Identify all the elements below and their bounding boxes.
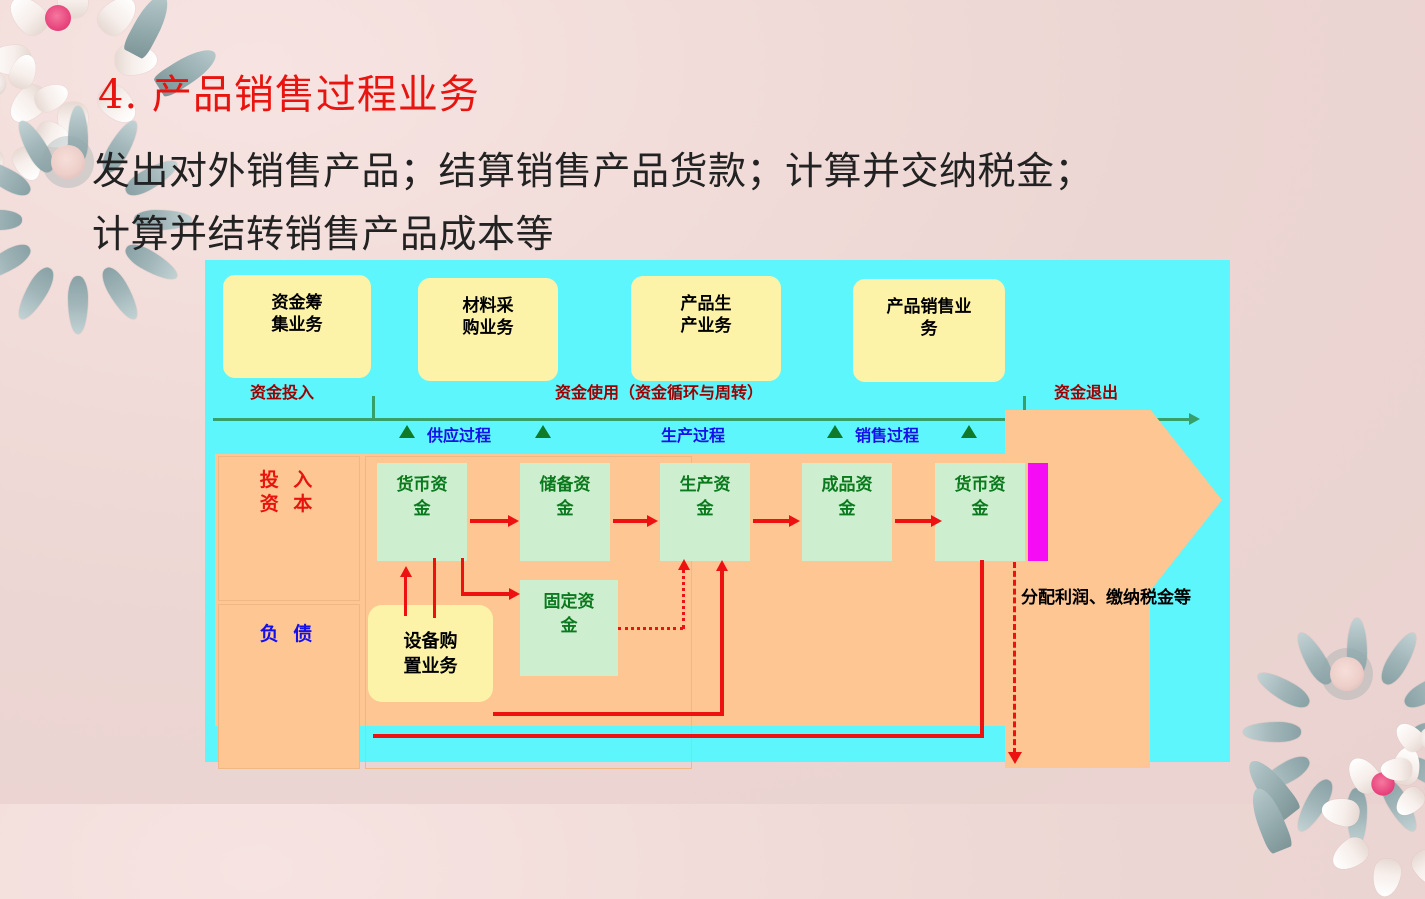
body-line-2: 计算并结转销售产品成本等	[92, 212, 555, 256]
business-box-production[interactable]: 产品生 产业务	[631, 276, 781, 381]
business-box-equipment-purchase[interactable]: 设备购 置业务	[368, 605, 493, 702]
source-box-liabilities[interactable]	[218, 604, 360, 769]
fund-box-label: 生产资 金	[679, 475, 731, 519]
revenue-loop-hline	[373, 734, 984, 738]
capital-flow-band-lower	[1005, 724, 1150, 768]
flow-arrow-1-line	[470, 519, 508, 523]
equipment-to-monetary-head-icon	[400, 566, 412, 577]
return-loop-hline	[493, 712, 724, 716]
business-box-label: 产品生 产业务	[680, 294, 732, 336]
flow-arrow-4-head-icon	[931, 515, 942, 527]
monetary-to-equipment-line	[433, 558, 436, 618]
process-marker-triangle-icon	[961, 425, 977, 438]
fund-box-monetary-1[interactable]: 货币资 金	[377, 463, 467, 561]
body-line-1: 发出对外销售产品；结算销售产品货款；计算并交纳税金；	[92, 149, 1094, 193]
process-label-production: 生产过程	[661, 426, 726, 445]
leaf-icon	[1241, 753, 1303, 823]
monetary-to-fixed-hline	[461, 592, 509, 596]
fund-box-finished-goods[interactable]: 成品资 金	[802, 463, 892, 561]
equipment-to-monetary-line	[404, 576, 407, 616]
capital-flow-arrowhead-icon	[1150, 409, 1222, 591]
axis-tick-1	[372, 396, 375, 419]
profit-highlight-bar	[1028, 463, 1048, 561]
process-marker-triangle-icon	[827, 425, 843, 438]
capital-flow-band-upper	[1005, 410, 1150, 456]
return-loop-head-icon	[716, 560, 728, 571]
business-box-label: 资金筹 集业务	[271, 293, 323, 335]
fund-box-reserve[interactable]: 储备资 金	[520, 463, 610, 561]
monetary-to-fixed-head-icon	[509, 588, 520, 600]
flow-arrow-3-line	[753, 519, 789, 523]
process-marker-triangle-icon	[535, 425, 551, 438]
return-loop-vline	[720, 570, 724, 715]
profit-distribution-dashline	[1013, 562, 1016, 754]
business-box-sales[interactable]: 产品销售业 务	[853, 279, 1005, 382]
fund-box-label: 成品资 金	[821, 475, 873, 519]
phase-label-capital-input: 资金投入	[250, 383, 315, 402]
flow-arrow-3-head-icon	[789, 515, 800, 527]
leaf-icon	[121, 0, 176, 61]
flow-arrow-4-line	[895, 519, 931, 523]
fund-box-monetary-2[interactable]: 货币资 金	[935, 463, 1025, 561]
source-box-invested-capital-label: 投 入 资 本	[259, 469, 317, 515]
flow-arrow-2-line	[613, 519, 647, 523]
depreciation-head-icon	[678, 559, 690, 570]
accounting-cycle-diagram: 资金筹 集业务 材料采 购业务 产品生 产业务 产品销售业 务 资金投入 资金使…	[205, 260, 1230, 769]
page-title: 4. 产品销售过程业务	[98, 72, 480, 118]
business-box-label: 材料采 购业务	[462, 296, 514, 338]
axis-tick-2	[1023, 396, 1026, 419]
business-box-funding[interactable]: 资金筹 集业务	[223, 275, 371, 378]
process-marker-triangle-icon	[399, 425, 415, 438]
depreciation-dotline-h	[618, 627, 683, 630]
source-box-liabilities-label: 负 债	[259, 623, 317, 645]
business-box-material-purchase[interactable]: 材料采 购业务	[418, 278, 558, 381]
flow-arrow-1-head-icon	[508, 515, 519, 527]
monetary-to-fixed-vline	[461, 558, 464, 595]
business-box-label: 设备购 置业务	[403, 630, 458, 677]
business-box-label: 产品销售业 务	[886, 297, 972, 339]
timeline-axis	[213, 418, 1191, 421]
fund-box-fixed[interactable]: 固定资 金	[520, 580, 618, 676]
depreciation-dotline-v	[682, 569, 685, 629]
decorative-flowers-bottom-right	[1235, 608, 1425, 899]
process-label-supply: 供应过程	[427, 426, 492, 445]
fund-box-label: 货币资 金	[396, 475, 448, 519]
cycle-panel-outline	[365, 456, 692, 769]
revenue-loop-vline	[980, 560, 984, 737]
fund-box-label: 固定资 金	[543, 592, 595, 636]
flow-arrow-2-head-icon	[647, 515, 658, 527]
source-box-invested-capital[interactable]	[218, 456, 360, 601]
fund-box-label: 储备资 金	[539, 475, 591, 519]
phase-label-capital-exit: 资金退出	[1054, 383, 1119, 402]
process-label-sales: 销售过程	[855, 426, 920, 445]
leaf-icon	[1245, 783, 1295, 855]
fund-box-production[interactable]: 生产资 金	[660, 463, 750, 561]
profit-distribution-note: 分配利润、缴纳税金等	[1021, 588, 1191, 608]
profit-distribution-head-icon	[1008, 752, 1022, 764]
phase-label-capital-use: 资金使用（资金循环与周转）	[555, 383, 764, 402]
fund-box-label: 货币资 金	[954, 475, 1006, 519]
